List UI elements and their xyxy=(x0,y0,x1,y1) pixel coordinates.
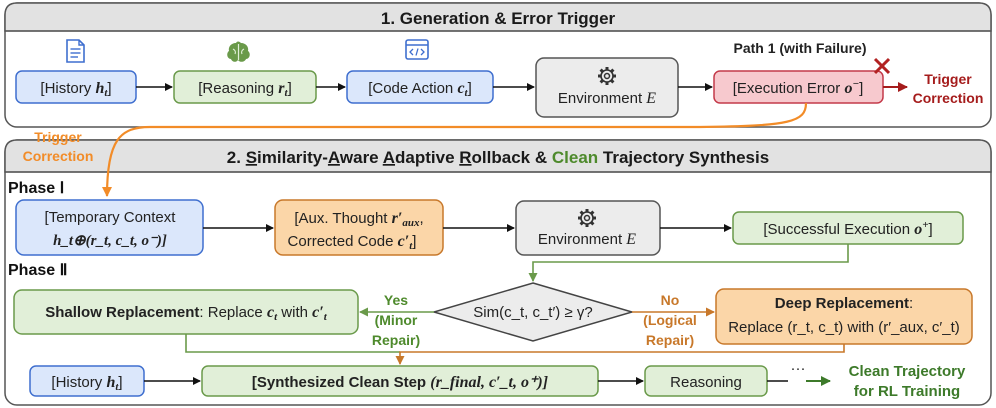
svg-text:(Logical: (Logical xyxy=(643,312,697,328)
environment-box-2: Environment E xyxy=(515,200,661,256)
svg-text:Repair): Repair) xyxy=(646,332,694,348)
svg-text:[Successful Execution o+]: [Successful Execution o+] xyxy=(763,219,932,238)
brain-icon xyxy=(227,41,250,62)
merge-line-shallow xyxy=(185,334,400,353)
svg-text:Environment E: Environment E xyxy=(558,90,656,107)
svg-text:[History ht]: [History ht] xyxy=(51,374,122,393)
document-icon xyxy=(66,39,85,63)
trigger-label-right: Trigger xyxy=(924,71,972,87)
successful-execution-box: [Successful Execution o+] xyxy=(732,211,964,245)
aux-thought-box: [Aux. Thought r′aux, Corrected Code c′t] xyxy=(274,199,444,256)
svg-text:Corrected Code c′t]: Corrected Code c′t] xyxy=(288,233,417,252)
synthesized-step-box: [Synthesized Clean Step (r_final, c′_t, … xyxy=(201,365,599,397)
ellipsis: ··· xyxy=(791,360,806,377)
merge-line-deep xyxy=(395,344,845,365)
arrow-success-decision xyxy=(528,244,849,282)
reasoning-box: [Reasoning rt] xyxy=(173,70,317,104)
section-1-panel: 1. Generation & Error Trigger xyxy=(4,2,992,128)
yes-label: Yes xyxy=(384,292,408,308)
svg-text:Reasoning: Reasoning xyxy=(670,374,742,391)
execution-error-box: [Execution Error o−] xyxy=(713,70,884,104)
code-action-box: [Code Action ct] xyxy=(346,70,494,104)
svg-text:h_t⊕(r_t, c_t, o⁻)]: h_t⊕(r_t, c_t, o⁻)] xyxy=(53,233,167,249)
gear-icon xyxy=(578,209,596,227)
path-1-label: Path 1 (with Failure) xyxy=(733,40,866,56)
section-2-title: 2. Similarity-Aware Adaptive Rollback & … xyxy=(227,148,769,167)
history-box: [History ht] xyxy=(15,70,137,104)
phase-1-label: Phase Ⅰ xyxy=(8,180,64,197)
trigger-label-left: Trigger xyxy=(34,129,82,145)
svg-text:[Execution Error o−]: [Execution Error o−] xyxy=(733,78,864,97)
svg-text:(Minor: (Minor xyxy=(375,312,418,328)
svg-text:[Reasoning rt]: [Reasoning rt] xyxy=(198,80,292,99)
svg-text:Shallow Replacement: Replace c: Shallow Replacement: Replace ct with c′t xyxy=(45,304,328,323)
correction-label-left: Correction xyxy=(23,148,94,164)
svg-text:Replace (r_t, c_t) with (r′_au: Replace (r_t, c_t) with (r′_aux, c′_t) xyxy=(728,319,960,336)
history-box-2: [History ht] xyxy=(29,365,145,397)
rl-training-label: for RL Training xyxy=(854,383,960,400)
x-mark-icon xyxy=(873,57,891,75)
shallow-replacement-box: Shallow Replacement: Replace ct with c′t xyxy=(13,289,359,335)
clean-trajectory-label: Clean Trajectory xyxy=(849,363,966,380)
gear-icon xyxy=(598,67,616,85)
svg-text:[Code Action ct]: [Code Action ct] xyxy=(368,80,472,99)
svg-text:Sim(c_t, c_t′) ≥ γ?: Sim(c_t, c_t′) ≥ γ? xyxy=(473,304,592,321)
svg-text:Environment E: Environment E xyxy=(538,231,636,248)
decision-diamond: Sim(c_t, c_t′) ≥ γ? xyxy=(431,282,635,342)
svg-text:[Temporary Context: [Temporary Context xyxy=(45,209,177,226)
svg-text:[History ht]: [History ht] xyxy=(40,80,111,99)
svg-text:[Aux. Thought r′aux,: [Aux. Thought r′aux, xyxy=(294,210,423,229)
svg-text:Deep Replacement:: Deep Replacement: xyxy=(775,295,913,312)
no-label: No xyxy=(661,292,680,308)
code-window-icon xyxy=(405,39,429,60)
phase-2-label: Phase Ⅱ xyxy=(8,262,67,279)
svg-text:[Synthesized Clean Step (r_fin: [Synthesized Clean Step (r_final, c′_t, … xyxy=(252,374,548,391)
environment-box-1: Environment E xyxy=(535,57,679,118)
svg-text:Repair): Repair) xyxy=(372,332,420,348)
section-1-title: 1. Generation & Error Trigger xyxy=(381,9,616,28)
trigger-correction-curve xyxy=(102,102,808,197)
reasoning-box-2: Reasoning xyxy=(644,365,768,397)
temporary-context-box: [Temporary Context h_t⊕(r_t, c_t, o⁻)] xyxy=(15,199,204,256)
correction-label-right: Correction xyxy=(913,90,984,106)
deep-replacement-box: Deep Replacement: Replace (r_t, c_t) wit… xyxy=(715,288,973,345)
